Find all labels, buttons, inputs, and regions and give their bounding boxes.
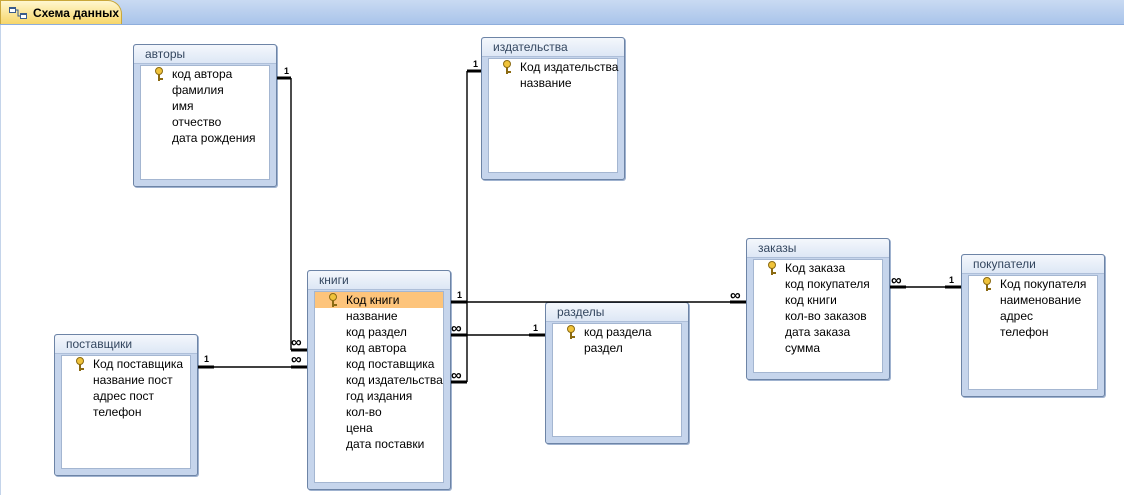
field-key[interactable]: Код издательства — [489, 59, 619, 75]
field-label: Код издательства — [520, 60, 619, 74]
field-label: Код книги — [346, 293, 400, 307]
table-title[interactable]: книги — [308, 271, 450, 290]
table-authors[interactable]: авторы код автора фамилия имя отчество д… — [133, 44, 277, 187]
field[interactable]: кол-во заказов — [785, 309, 867, 323]
table-title[interactable]: покупатели — [962, 255, 1104, 274]
field[interactable]: адрес пост — [93, 389, 155, 403]
field-list: Код поставщика название пост адрес пост … — [61, 355, 191, 469]
primary-key-icon — [503, 60, 511, 74]
field-key[interactable]: Код заказа — [754, 260, 882, 276]
field[interactable]: имя — [172, 99, 194, 113]
field[interactable]: раздел — [584, 341, 623, 355]
tab-schema[interactable]: Схема данных — [0, 0, 122, 24]
field[interactable]: название пост — [93, 373, 173, 387]
field[interactable]: кол-во — [346, 405, 382, 419]
field-list: Код книги название код раздел код автора… — [314, 291, 444, 483]
field[interactable]: дата рождения — [172, 131, 256, 145]
field[interactable]: код книги — [785, 293, 837, 307]
field[interactable]: адрес — [1000, 309, 1034, 323]
table-publishers[interactable]: издательства Код издательства название — [481, 37, 625, 180]
field[interactable]: наименование — [1000, 293, 1082, 307]
primary-key-icon — [567, 325, 575, 339]
field-label: Код заказа — [785, 261, 846, 275]
field[interactable]: телефон — [1000, 325, 1049, 339]
field[interactable]: код автора — [346, 341, 407, 355]
field-label: код раздела — [584, 325, 652, 339]
table-customers[interactable]: покупатели Код покупателя наименование а… — [961, 254, 1105, 397]
field-label: код автора — [172, 67, 233, 81]
table-books[interactable]: книги Код книги название код раздел код … — [307, 270, 451, 490]
field[interactable]: код поставщика — [346, 357, 435, 371]
table-title[interactable]: поставщики — [55, 335, 197, 354]
primary-key-icon — [76, 357, 84, 371]
field-key[interactable]: Код поставщика — [62, 356, 190, 372]
field[interactable]: отчество — [172, 115, 222, 129]
table-title[interactable]: разделы — [546, 303, 688, 322]
field[interactable]: год издания — [346, 389, 413, 403]
table-suppliers[interactable]: поставщики Код поставщика название пост … — [54, 334, 198, 476]
field[interactable]: дата заказа — [785, 325, 851, 339]
field-label: Код поставщика — [93, 357, 184, 371]
field-key[interactable]: код автора — [141, 66, 269, 82]
table-title[interactable]: авторы — [134, 45, 276, 64]
field[interactable]: название — [520, 76, 572, 90]
field-list: код автора фамилия имя отчество дата рож… — [140, 65, 270, 180]
field[interactable]: код раздел — [346, 325, 407, 339]
relationships-icon — [9, 6, 27, 19]
field-list: код раздела раздел — [552, 323, 682, 437]
primary-key-icon — [768, 261, 776, 275]
field[interactable]: название — [346, 309, 398, 323]
primary-key-icon — [329, 293, 337, 307]
table-title[interactable]: издательства — [482, 38, 624, 57]
field-key[interactable]: код раздела — [553, 324, 681, 340]
tab-bar: Схема данных — [0, 0, 1124, 25]
tab-label: Схема данных — [33, 5, 119, 20]
primary-key-icon — [983, 277, 991, 291]
primary-key-icon — [155, 67, 163, 81]
table-orders[interactable]: заказы Код заказа код покупателя код кни… — [746, 238, 890, 380]
field-key[interactable]: Код покупателя — [969, 276, 1097, 292]
field[interactable]: фамилия — [172, 83, 224, 97]
table-title[interactable]: заказы — [747, 239, 889, 258]
field-label: Код покупателя — [1000, 277, 1087, 291]
field-key-selected[interactable]: Код книги — [315, 292, 443, 308]
field[interactable]: сумма — [785, 341, 821, 355]
field-list: Код издательства название — [488, 58, 618, 173]
field[interactable]: телефон — [93, 405, 142, 419]
field-list: Код заказа код покупателя код книги кол-… — [753, 259, 883, 373]
field[interactable]: дата поставки — [346, 437, 425, 451]
table-sections[interactable]: разделы код раздела раздел — [545, 302, 689, 444]
field[interactable]: код покупателя — [785, 277, 870, 291]
field-list: Код покупателя наименование адрес телефо… — [968, 275, 1098, 390]
field[interactable]: цена — [346, 421, 373, 435]
field[interactable]: код издательства — [346, 373, 443, 387]
